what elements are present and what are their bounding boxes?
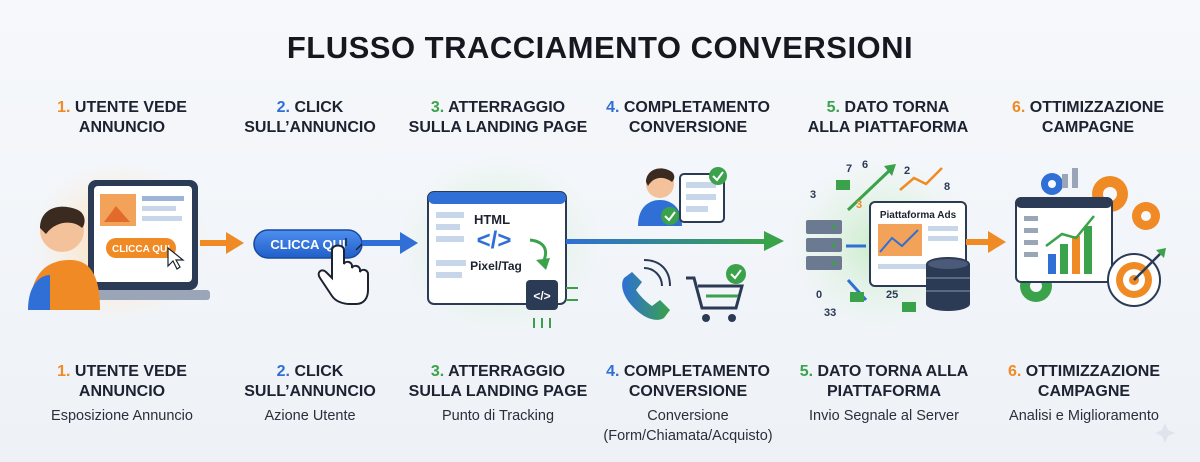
- html-label: HTML: [474, 212, 510, 227]
- ad-button-label: CLICCA QUI: [112, 244, 170, 255]
- step-4-title: COMPLETAMENTO: [623, 99, 770, 116]
- step-4-header: 4. COMPLETAMENTO CONVERSIONE: [590, 98, 786, 138]
- step-5-header: 5. DATO TORNA ALLA PIATTAFORMA: [790, 98, 986, 138]
- step-4-caption: 4. COMPLETAMENTO CONVERSIONE Conversione…: [590, 362, 786, 446]
- step-5-caption-title-line2: PIATTAFORMA: [826, 383, 942, 400]
- step-3-caption: 3. ATTERRAGGIO SULLA LANDING PAGE Punto …: [400, 362, 596, 426]
- step-3-title-line2: SULLA LANDING PAGE: [408, 119, 588, 136]
- step-2-description: Azione Utente: [264, 408, 356, 424]
- pixel-tag-label: Pixel/Tag: [470, 259, 522, 273]
- step-5-title-line2: ALLA PIATTAFORMA: [807, 119, 969, 136]
- database-icon: [926, 257, 970, 311]
- step-5-number: 5.: [826, 99, 840, 116]
- step-1-title: UTENTE VEDE: [74, 99, 187, 116]
- step-4-caption-number: 4.: [606, 363, 620, 380]
- step-1-caption-title: UTENTE VEDE: [74, 363, 187, 380]
- float-num-2: 6: [862, 159, 868, 171]
- step-2-title: CLICK: [294, 99, 344, 116]
- step-1-caption-title-line2: ANNUNCIO: [78, 383, 166, 400]
- step-3-number: 3.: [430, 99, 445, 116]
- step-2-caption: 2. CLICK SULL’ANNUNCIO Azione Utente: [212, 362, 408, 426]
- float-num-5: 8: [944, 181, 950, 193]
- step-3-header: 3. ATTERRAGGIO SULLA LANDING PAGE: [400, 98, 596, 138]
- step-4-caption-title-line2: CONVERSIONE: [628, 383, 748, 400]
- code-glyph: </>: [477, 227, 512, 254]
- step-6-description: Analisi e Miglioramento: [1009, 408, 1159, 424]
- step-4-number: 4.: [606, 99, 620, 116]
- step-1-caption-number: 1.: [57, 363, 71, 380]
- landing-page-illustration: HTML </> Pixel/Tag: [427, 191, 567, 305]
- step-2-caption-number: 2.: [276, 363, 290, 380]
- phone-icon: [622, 259, 671, 320]
- flow-illustrations: CLICCA QUI CLICCA QUI: [28, 157, 1166, 333]
- page-title: FLUSSO TRACCIAMENTO CONVERSIONI: [286, 30, 914, 65]
- step-1-caption: 1. UTENTE VEDE ANNUNCIO Esposizione Annu…: [24, 362, 220, 426]
- float-num-8: 0: [816, 289, 822, 301]
- step-6-title-line2: CAMPAGNE: [1041, 119, 1135, 136]
- signal-arrows: 7 6 2 3 8 3 25 0 33: [810, 159, 950, 319]
- user-at-laptop-icon: CLICCA QUI: [28, 180, 210, 310]
- step-2-header: 2. CLICK SULL’ANNUNCIO: [212, 98, 408, 138]
- step-1-title-line2: ANNUNCIO: [78, 119, 166, 136]
- float-num-6: 3: [856, 199, 862, 211]
- step-3-title: ATTERRAGGIO: [448, 99, 566, 116]
- server-icon: [806, 220, 842, 270]
- step-6-caption-number: 6.: [1008, 363, 1022, 380]
- flow-arrow-5: [966, 231, 1006, 253]
- step-6-header: 6. OTTIMIZZAZIONE CAMPAGNE: [990, 98, 1186, 138]
- float-num-1: 7: [846, 163, 852, 175]
- target-icon: [1107, 248, 1166, 307]
- step-5-title: DATO TORNA: [844, 99, 950, 116]
- step-4-caption-title: COMPLETAMENTO: [623, 363, 770, 380]
- step-4-description: Conversione: [647, 408, 729, 424]
- step-1-description: Esposizione Annuncio: [51, 408, 193, 424]
- flow-arrow-1: [200, 232, 244, 254]
- step-5-caption-number: 5.: [799, 363, 814, 380]
- step-6-caption-title: OTTIMIZZAZIONE: [1025, 363, 1160, 380]
- step-5-caption-title: DATO TORNA ALLA: [817, 363, 969, 380]
- step-2-title-line2: SULL’ANNUNCIO: [244, 119, 376, 136]
- sparkle-icon: [1155, 423, 1175, 443]
- float-num-3: 2: [904, 165, 910, 177]
- flow-arrow-3: [566, 231, 784, 251]
- step-6-number: 6.: [1012, 99, 1026, 116]
- pointer-hand-icon: [317, 238, 369, 305]
- step-3-caption-title-line2: SULLA LANDING PAGE: [408, 383, 588, 400]
- float-num-9: 33: [824, 307, 836, 319]
- svg-text:</>: </>: [533, 289, 550, 303]
- float-num-7: 25: [886, 289, 898, 301]
- step-6-caption-title-line2: CAMPAGNE: [1037, 383, 1131, 400]
- bar-chart-icon: [1015, 168, 1113, 283]
- step-3-caption-title: ATTERRAGGIO: [448, 363, 566, 380]
- step-2-caption-title-line2: SULL’ANNUNCIO: [244, 383, 376, 400]
- cart-icon: [686, 264, 746, 322]
- code-tag-icon: </>: [526, 280, 578, 328]
- step-2-caption-title: CLICK: [294, 363, 344, 380]
- step-6-caption: 6. OTTIMIZZAZIONE CAMPAGNE Analisi e Mig…: [986, 362, 1182, 426]
- step-3-description: Punto di Tracking: [441, 408, 555, 424]
- step-2-number: 2.: [276, 99, 290, 116]
- step-1-header: 1. UTENTE VEDE ANNUNCIO: [24, 98, 220, 138]
- step-3-caption-number: 3.: [430, 363, 445, 380]
- step-4-description-line2: (Form/Chiamata/Acquisto): [603, 428, 773, 444]
- form-check-icon: [638, 167, 727, 226]
- step-5-description: Invio Segnale al Server: [809, 408, 959, 424]
- step-6-title: OTTIMIZZAZIONE: [1029, 99, 1164, 116]
- step-1-number: 1.: [57, 99, 71, 116]
- click-button-label: CLICCA QUI: [270, 237, 345, 252]
- step-5-caption: 5. DATO TORNA ALLA PIATTAFORMA Invio Seg…: [786, 362, 982, 426]
- platform-label: Piattaforma Ads: [880, 210, 957, 221]
- float-num-4: 3: [810, 189, 816, 201]
- step-4-title-line2: CONVERSIONE: [628, 119, 748, 136]
